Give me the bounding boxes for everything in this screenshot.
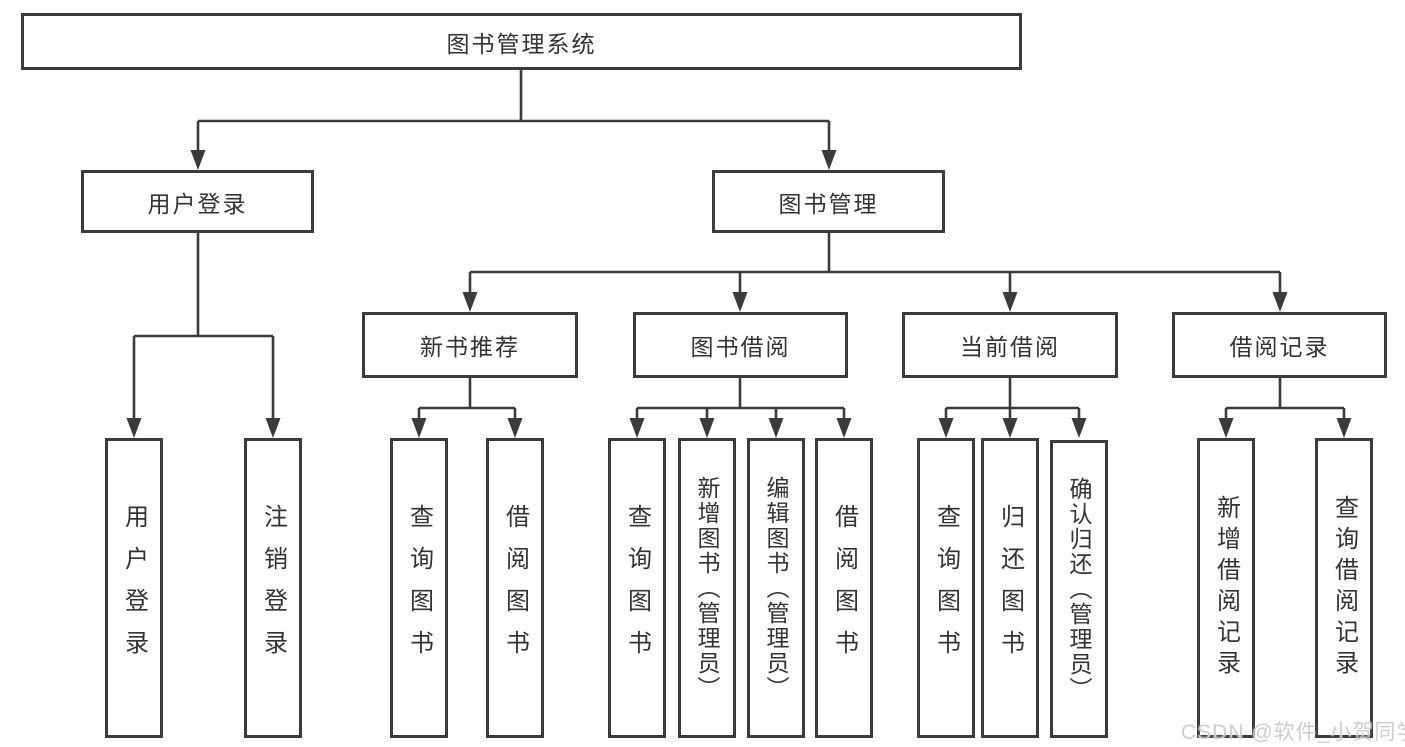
leaf-edit-books-admin: 编辑图书（管理员） <box>747 438 805 738</box>
leaf-recommend-query-books-label: 查询图书 <box>405 504 433 672</box>
node-root: 图书管理系统 <box>21 13 1022 70</box>
leaf-add-borrow-record-label: 新增借阅记录 <box>1212 495 1240 681</box>
leaf-return-books: 归还图书 <box>981 438 1039 738</box>
node-current-borrow-label: 当前借阅 <box>960 334 1060 360</box>
node-user-login-label: 用户登录 <box>147 190 248 217</box>
node-book-management: 图书管理 <box>712 170 945 233</box>
watermark: CSDN @软件_小贺同学 <box>1181 721 1405 744</box>
leaf-borrow-query-books: 查询图书 <box>608 438 666 738</box>
leaf-logout: 注销登录 <box>244 438 302 738</box>
node-current-borrow: 当前借阅 <box>902 312 1118 378</box>
node-user-login: 用户登录 <box>81 170 314 233</box>
node-new-book-recommend: 新书推荐 <box>362 312 578 378</box>
node-root-label: 图书管理系统 <box>446 30 597 57</box>
leaf-confirm-return-admin: 确认归还（管理员） <box>1050 440 1108 738</box>
node-borrow-records-label: 借阅记录 <box>1229 334 1330 360</box>
node-borrow-records: 借阅记录 <box>1172 312 1387 378</box>
leaf-add-books-admin: 新增图书（管理员） <box>678 438 736 738</box>
leaf-query-borrow-record-label: 查询借阅记录 <box>1330 495 1358 681</box>
leaf-recommend-borrow-books-label: 借阅图书 <box>501 504 529 672</box>
leaf-recommend-query-books: 查询图书 <box>390 438 448 738</box>
leaf-borrow-borrow-books-label: 借阅图书 <box>830 504 858 672</box>
leaf-logout-label: 注销登录 <box>259 504 287 672</box>
leaf-add-books-admin-label: 新增图书（管理员） <box>694 475 720 701</box>
leaf-borrow-query-books-label: 查询图书 <box>623 504 651 672</box>
leaf-add-borrow-record: 新增借阅记录 <box>1197 438 1255 738</box>
node-book-borrow-label: 图书借阅 <box>690 334 791 360</box>
node-book-management-label: 图书管理 <box>778 190 879 217</box>
leaf-borrow-borrow-books: 借阅图书 <box>815 438 873 738</box>
node-new-book-recommend-label: 新书推荐 <box>420 334 520 360</box>
leaf-user-login: 用户登录 <box>105 438 163 738</box>
leaf-current-query-books: 查询图书 <box>917 438 975 738</box>
leaf-confirm-return-admin-label: 确认归还（管理员） <box>1066 476 1092 702</box>
leaf-edit-books-admin-label: 编辑图书（管理员） <box>763 475 789 701</box>
leaf-recommend-borrow-books: 借阅图书 <box>486 438 544 738</box>
leaf-user-login-label: 用户登录 <box>120 504 148 672</box>
node-book-borrow: 图书借阅 <box>633 312 848 378</box>
leaf-return-books-label: 归还图书 <box>996 504 1024 672</box>
leaf-query-borrow-record: 查询借阅记录 <box>1315 438 1373 738</box>
leaf-current-query-books-label: 查询图书 <box>932 504 960 672</box>
